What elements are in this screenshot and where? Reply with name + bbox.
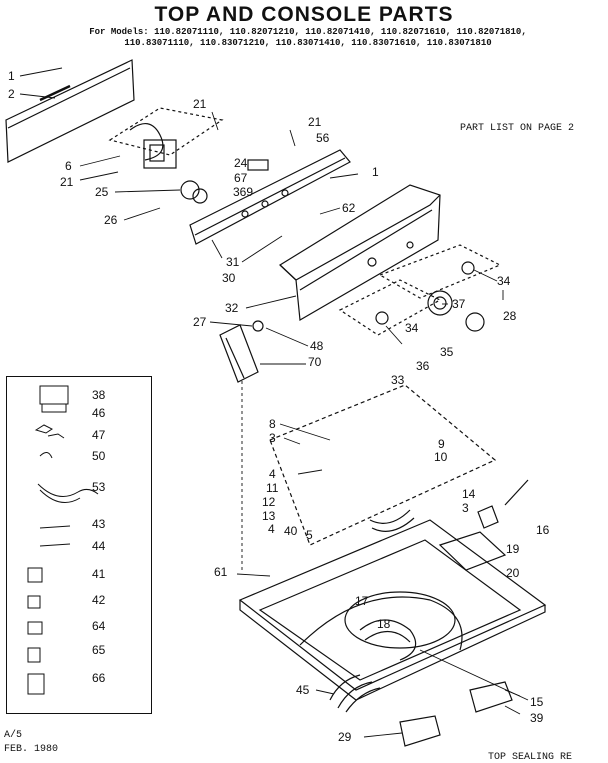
- callout: 16: [536, 523, 550, 537]
- callout: 11: [266, 481, 279, 495]
- callout: 29: [338, 730, 352, 744]
- model-list: For Models: 110.82071110, 110.82071210, …: [48, 27, 568, 49]
- callout: 14: [462, 487, 476, 501]
- callout: 40: [284, 524, 298, 538]
- legend-number: 44: [92, 539, 106, 553]
- callout: 70: [308, 355, 322, 369]
- callout: 67: [234, 171, 248, 185]
- control-knobs: [338, 244, 502, 336]
- callout: 19: [506, 542, 520, 556]
- callout: 21: [308, 115, 322, 129]
- callout: 39: [530, 711, 544, 725]
- callout: 9: [438, 437, 445, 451]
- legend-number: 50: [92, 449, 106, 463]
- loose-parts-legend: [6, 376, 152, 714]
- callout: 8: [269, 417, 276, 431]
- switch-module: [219, 320, 264, 383]
- callout: 48: [310, 339, 324, 353]
- callout: 1: [372, 165, 379, 179]
- callout: 21: [60, 175, 74, 189]
- callout: 32: [225, 301, 239, 315]
- callout: 13: [262, 509, 276, 523]
- footer-continued: TOP SEALING RE: [488, 752, 573, 763]
- callout: 5: [306, 528, 313, 542]
- callout: 12: [262, 495, 276, 509]
- legend-number: 64: [92, 619, 106, 633]
- page-title: TOP AND CONSOLE PARTS: [154, 3, 454, 26]
- leader-lines: [19, 67, 529, 738]
- callout: 3: [269, 431, 276, 445]
- callout: 33: [391, 373, 405, 387]
- footer-date: FEB. 1980: [4, 744, 59, 755]
- callout: 10: [434, 450, 448, 464]
- callout: 31: [226, 255, 240, 269]
- callout: 4: [269, 467, 276, 481]
- models-line-2: 110.83071110, 110.83071210, 110.83071410…: [124, 38, 492, 48]
- models-prefix: For Models:: [89, 27, 149, 37]
- callout: 34: [497, 274, 511, 288]
- callout: 36: [416, 359, 430, 373]
- models-line-1: 110.82071110, 110.82071210, 110.82071410…: [154, 27, 527, 37]
- callout: 27: [193, 315, 207, 329]
- legend-number: 53: [92, 480, 106, 494]
- lid-switch-parts: [399, 479, 529, 747]
- legend-number: 65: [92, 643, 106, 657]
- callout: 4: [268, 522, 275, 536]
- legend-number: 38: [92, 388, 106, 402]
- washer-top: [238, 384, 547, 701]
- callout: 34: [405, 321, 419, 335]
- callout: 28: [503, 309, 517, 323]
- legend-number: 47: [92, 428, 106, 442]
- callout: 61: [214, 565, 228, 579]
- callout: 62: [342, 201, 356, 215]
- callout: 56: [316, 131, 330, 145]
- wire-harness: [329, 509, 417, 713]
- legend-parts: [27, 385, 99, 695]
- legend-number: 46: [92, 406, 106, 420]
- callout: 1: [8, 69, 15, 83]
- callout: 25: [95, 185, 109, 199]
- callout: 15: [530, 695, 544, 709]
- callout: 20: [506, 566, 520, 580]
- rear-panel: [5, 59, 135, 163]
- callout: 35: [440, 345, 454, 359]
- callout: 37: [452, 297, 466, 311]
- callout: 18: [377, 617, 391, 631]
- callout: 369: [233, 185, 254, 199]
- callout: 26: [104, 213, 118, 227]
- callout: 6: [65, 159, 72, 173]
- callout: 24: [234, 156, 248, 170]
- console-panel: [279, 184, 441, 321]
- timer-assembly: [108, 107, 224, 204]
- part-list-note: PART LIST ON PAGE 2: [460, 123, 575, 134]
- console-bracket: [189, 149, 351, 245]
- legend-number: 43: [92, 517, 106, 531]
- callout: 17: [355, 594, 369, 608]
- callout: 21: [193, 97, 207, 111]
- legend-number: 41: [92, 567, 106, 581]
- legend-number: 42: [92, 593, 106, 607]
- callout: 3: [462, 501, 469, 515]
- legend-number: 66: [92, 671, 106, 685]
- footer-code: A/5: [4, 730, 23, 741]
- callout: 30: [222, 271, 236, 285]
- callout: 2: [8, 87, 15, 101]
- callout: 45: [296, 683, 310, 697]
